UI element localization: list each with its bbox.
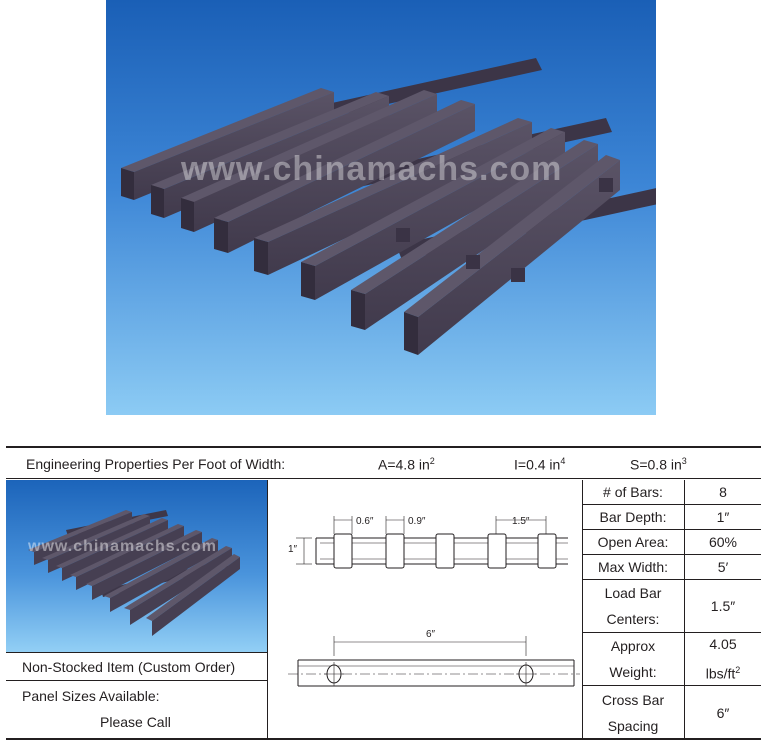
row-divider — [6, 680, 267, 681]
property-value: 5′ — [717, 559, 729, 575]
dim-label-depth: 1″ — [288, 544, 298, 555]
cross-bar-stub — [599, 178, 613, 192]
product-photo: www.chinamachs.com — [106, 0, 656, 415]
grating-thumbnail-illustration — [28, 510, 240, 636]
property-value: 1.5″ — [710, 598, 736, 614]
property-value: 60% — [708, 534, 738, 550]
area-value: A=4.8 in2 — [378, 456, 435, 473]
cross-bar-stub — [511, 268, 525, 282]
panel-sizes-value: Please Call — [100, 714, 171, 730]
spec-table: Engineering Properties Per Foot of Width… — [6, 446, 761, 740]
cross-bar-stub — [396, 228, 410, 242]
property-value: 8 — [719, 484, 727, 500]
property-row: Bar Depth: 1″ — [582, 505, 761, 530]
dim-label-cross: 6″ — [426, 629, 436, 640]
load-bars — [121, 88, 620, 355]
dim-label-c: 1.5″ — [512, 516, 530, 527]
cross-bar-stub — [466, 255, 480, 269]
inertia-value: I=0.4 in4 — [514, 456, 566, 473]
property-value: 1″ — [716, 509, 730, 525]
section-value: S=0.8 in3 — [630, 456, 687, 473]
watermark-text: www.chinamachs.com — [181, 150, 563, 188]
engineering-properties-row: Engineering Properties Per Foot of Width… — [6, 448, 761, 479]
property-label: # of Bars: — [582, 480, 685, 504]
cross-section-drawing: 0.6″ 0.9″ 1.5″ 1″ 6″ — [288, 516, 580, 687]
product-thumbnail: www.chinamachs.com — [6, 480, 267, 652]
thumbnail-watermark: www.chinamachs.com — [28, 538, 218, 555]
engineering-properties-title: Engineering Properties Per Foot of Width… — [26, 456, 286, 472]
dim-label-b: 0.9″ — [408, 516, 426, 527]
column-divider — [267, 480, 268, 740]
property-row: Max Width: 5′ — [582, 555, 761, 580]
property-value: 6″ — [716, 705, 730, 721]
row-divider — [6, 652, 267, 653]
property-row: Open Area: 60% — [582, 530, 761, 555]
stock-note: Non-Stocked Item (Custom Order) — [22, 659, 236, 675]
technical-drawing: 0.6″ 0.9″ 1.5″ 1″ 6″ — [268, 480, 582, 740]
panel-sizes-label: Panel Sizes Available: — [22, 688, 160, 704]
dim-label-a: 0.6″ — [356, 516, 374, 527]
property-label: Max Width: — [582, 555, 685, 579]
grating-illustration — [121, 58, 656, 355]
property-label: Open Area: — [582, 530, 685, 554]
property-row: # of Bars: 8 — [582, 480, 761, 505]
column-divider — [582, 480, 583, 740]
property-label: Bar Depth: — [582, 505, 685, 529]
